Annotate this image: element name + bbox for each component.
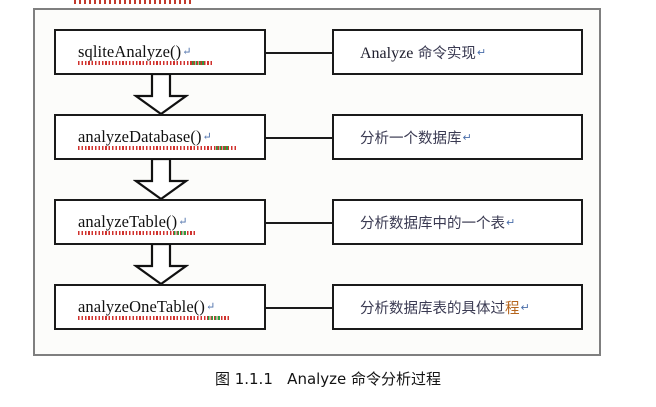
down-block-arrow-icon-2 — [133, 159, 189, 200]
spellcheck-squiggle-icon — [78, 146, 238, 150]
flow-note-label: 分析一个数据库↵ — [360, 130, 472, 147]
flow-node-label: analyzeTable()↵ — [56, 212, 196, 235]
connector-line-row3 — [266, 222, 332, 224]
flow-node-label: analyzeOneTable()↵ — [56, 297, 230, 320]
flow-node-sqlite-analyze[interactable]: sqliteAnalyze()↵ — [54, 29, 266, 75]
paragraph-mark-icon: ↵ — [506, 215, 516, 229]
paragraph-mark-icon: ↵ — [476, 45, 487, 59]
flow-node-label: analyzeDatabase()↵ — [56, 127, 238, 150]
spellcheck-squiggle-icon — [78, 316, 230, 320]
down-block-arrow-icon-3 — [133, 244, 189, 285]
flowchart-diagram: sqliteAnalyze()↵ Analyze 命令实现↵ analyzeDa… — [35, 10, 599, 354]
flow-node-analyze-database[interactable]: analyzeDatabase()↵ — [54, 114, 266, 160]
connector-line-row4 — [266, 307, 332, 309]
flow-note-analyze-table[interactable]: 分析数据库中的一个表↵ — [332, 199, 583, 245]
paragraph-mark-icon: ↵ — [182, 46, 192, 58]
paragraph-mark-icon: ↵ — [462, 130, 472, 144]
paragraph-mark-icon: ↵ — [520, 300, 530, 314]
spellcheck-squiggle-top — [74, 0, 194, 4]
connector-line-row1 — [266, 52, 332, 54]
spellcheck-squiggle-icon — [78, 61, 214, 65]
flow-node-analyze-table[interactable]: analyzeTable()↵ — [54, 199, 266, 245]
flow-note-label: 分析数据库中的一个表↵ — [360, 215, 516, 232]
flow-note-analyze-database[interactable]: 分析一个数据库↵ — [332, 114, 583, 160]
paragraph-mark-icon: ↵ — [205, 301, 216, 313]
flow-node-analyze-one-table[interactable]: analyzeOneTable()↵ — [54, 284, 266, 330]
flow-note-label: Analyze 命令实现↵ — [360, 44, 487, 62]
down-block-arrow-icon-1 — [133, 74, 189, 115]
flow-note-label: 分析数据库表的具体过程↵ — [360, 300, 530, 317]
grammar-squiggle-icon — [216, 146, 228, 150]
flow-node-label: sqliteAnalyze()↵ — [56, 42, 214, 65]
flow-note-sqlite-analyze[interactable]: Analyze 命令实现↵ — [332, 29, 583, 75]
grammar-squiggle-icon — [174, 231, 186, 235]
flow-note-analyze-one-table[interactable]: 分析数据库表的具体过程↵ — [332, 284, 583, 330]
paragraph-mark-icon: ↵ — [178, 216, 188, 228]
paragraph-mark-icon: ↵ — [202, 131, 212, 143]
connector-line-row2 — [266, 137, 332, 139]
figure-frame: sqliteAnalyze()↵ Analyze 命令实现↵ analyzeDa… — [33, 8, 601, 356]
grammar-squiggle-icon — [208, 316, 220, 320]
grammar-squiggle-icon — [192, 61, 204, 65]
spellcheck-squiggle-icon — [78, 231, 196, 235]
figure-caption: 图 1.1.1 Analyze 命令分析过程 — [214, 370, 442, 388]
